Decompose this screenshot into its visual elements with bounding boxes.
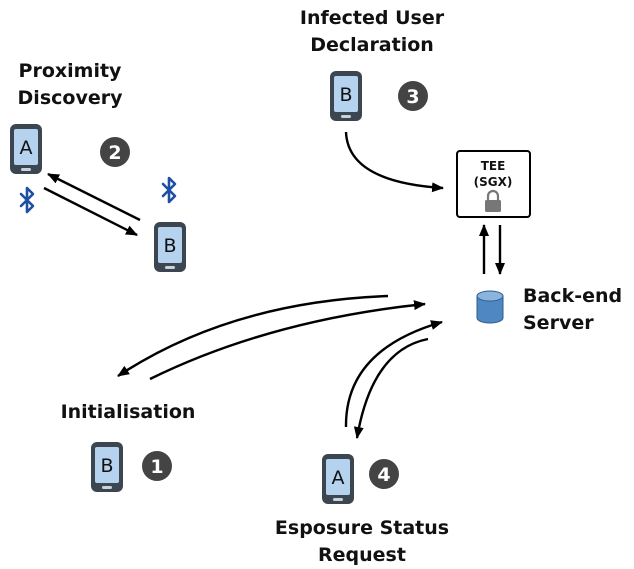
arrow-b-to-a: [47, 172, 141, 222]
infected-user-label-line2: Declaration: [310, 34, 434, 56]
arrow-request-to-server: [344, 320, 443, 428]
phone-b-initialisation: B: [91, 442, 123, 492]
exposure-status-label-line1: Esposure Status: [275, 517, 449, 539]
step-number-2: 2: [108, 142, 121, 164]
step-badge-2: 2: [100, 137, 130, 167]
phone-a-exposure: A: [322, 454, 354, 504]
phone-b-letter: B: [100, 455, 113, 477]
backend-server-label-line2: Server: [523, 312, 594, 334]
arrow-a-to-b: [43, 186, 138, 237]
infected-user-label-line1: Infected User: [300, 7, 445, 29]
phone-a-letter: A: [20, 137, 33, 159]
phone-b-proximity: B: [154, 222, 186, 272]
lock-icon: [485, 189, 501, 212]
step-badge-3: 3: [398, 81, 428, 111]
database-icon: [476, 290, 504, 324]
backend-server-label-line1: Back-end: [523, 285, 622, 307]
arrows: [43, 131, 505, 439]
arrow-initialisation-to-server: [149, 300, 426, 381]
arrow-server-to-initialisation: [117, 294, 389, 378]
tee-label: TEE: [481, 159, 506, 173]
bluetooth-icon: [161, 176, 177, 204]
step-badge-1: 1: [142, 451, 172, 481]
step-number-1: 1: [150, 456, 163, 478]
phone-a-proximity: A: [10, 124, 42, 174]
proximity-discovery-label-line2: Discovery: [18, 87, 124, 109]
arrow-server-to-request: [353, 337, 429, 439]
tee-box: TEE (SGX): [456, 150, 531, 218]
proximity-discovery-label-line1: Proximity: [19, 60, 123, 82]
step-badge-4: 4: [369, 459, 399, 489]
sgx-label: (SGX): [474, 175, 513, 189]
arrow-declaration-to-tee: [344, 131, 444, 193]
phone-b-letter: B: [339, 84, 352, 106]
phone-b-letter: B: [163, 235, 176, 257]
step-number-4: 4: [377, 464, 390, 486]
phone-a-letter: A: [332, 467, 345, 489]
exposure-status-label-line2: Request: [318, 544, 406, 566]
bluetooth-icon: [19, 186, 35, 214]
initialisation-label: Initialisation: [61, 401, 196, 423]
phone-b-infected: B: [330, 71, 362, 121]
step-number-3: 3: [406, 86, 419, 108]
